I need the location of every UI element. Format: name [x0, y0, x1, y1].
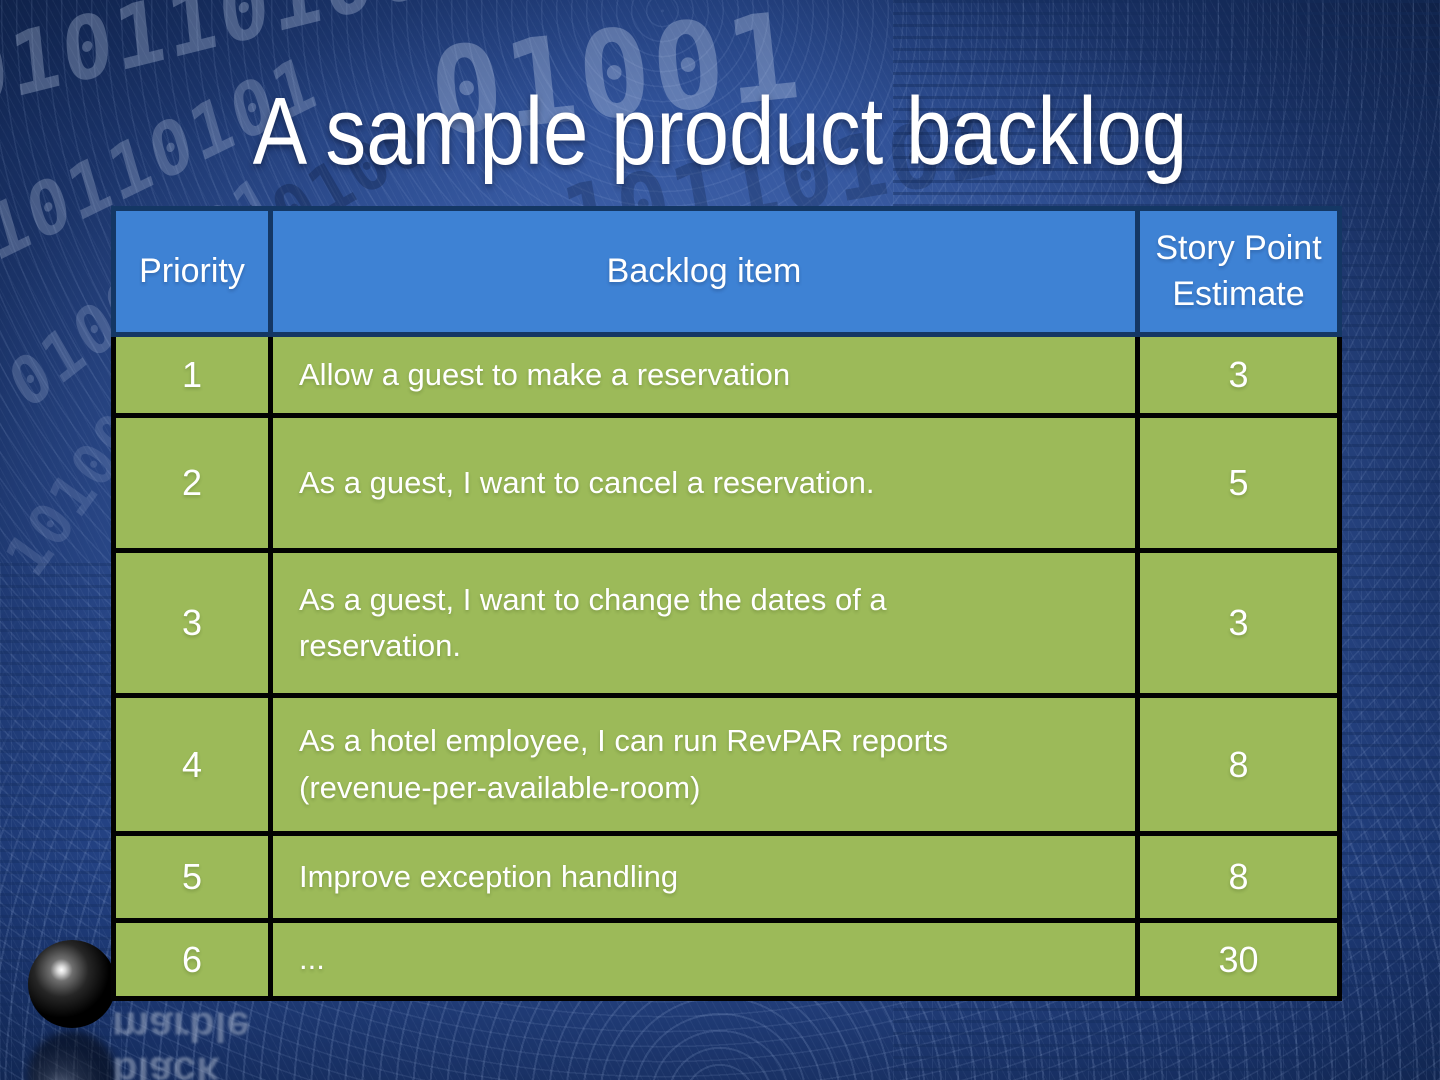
template-name-line: marble [112, 1003, 250, 1051]
estimate-cell: 30 [1135, 918, 1342, 1001]
slide-title: A sample product backlog [252, 78, 1188, 185]
estimate-cell: 5 [1135, 413, 1342, 553]
estimate-cell: 3 [1135, 332, 1342, 418]
table-header-row: Priority Backlog item Story Point Estima… [111, 206, 1342, 337]
backlog-item-cell: Allow a guest to make a reservation [268, 332, 1140, 418]
table-row: 2 As a guest, I want to cancel a reserva… [111, 413, 1342, 553]
template-name-line: black [112, 1048, 220, 1080]
table-row: 5 Improve exception handling 8 [111, 831, 1342, 923]
template-name-reflection: marble black [112, 1004, 250, 1080]
table-row: 1 Allow a guest to make a reservation 3 [111, 332, 1342, 418]
table-row: 4 As a hotel employee, I can run RevPAR … [111, 693, 1342, 836]
backlog-item-cell: ... [268, 918, 1140, 1001]
backlog-item-cell: As a guest, I want to cancel a reservati… [268, 413, 1140, 553]
backlog-item-cell: As a guest, I want to change the dates o… [268, 548, 1140, 698]
table-row: 3 As a guest, I want to change the dates… [111, 548, 1342, 698]
estimate-cell: 8 [1135, 831, 1342, 923]
column-header-story-point-estimate: Story Point Estimate [1135, 206, 1342, 337]
backlog-item-cell: Improve exception handling [268, 831, 1140, 923]
marble-sphere [28, 940, 116, 1028]
estimate-cell: 8 [1135, 693, 1342, 836]
backlog-item-cell: As a hotel employee, I can run RevPAR re… [268, 693, 1140, 836]
product-backlog-table: Priority Backlog item Story Point Estima… [111, 206, 1342, 1001]
column-header-backlog-item: Backlog item [268, 206, 1140, 337]
table-row: 6 ... 30 [111, 918, 1342, 1001]
column-header-priority: Priority [111, 206, 273, 337]
priority-cell: 6 [111, 918, 273, 1001]
priority-cell: 4 [111, 693, 273, 836]
priority-cell: 3 [111, 548, 273, 698]
priority-cell: 2 [111, 413, 273, 553]
estimate-cell: 3 [1135, 548, 1342, 698]
priority-cell: 5 [111, 831, 273, 923]
priority-cell: 1 [111, 332, 273, 418]
